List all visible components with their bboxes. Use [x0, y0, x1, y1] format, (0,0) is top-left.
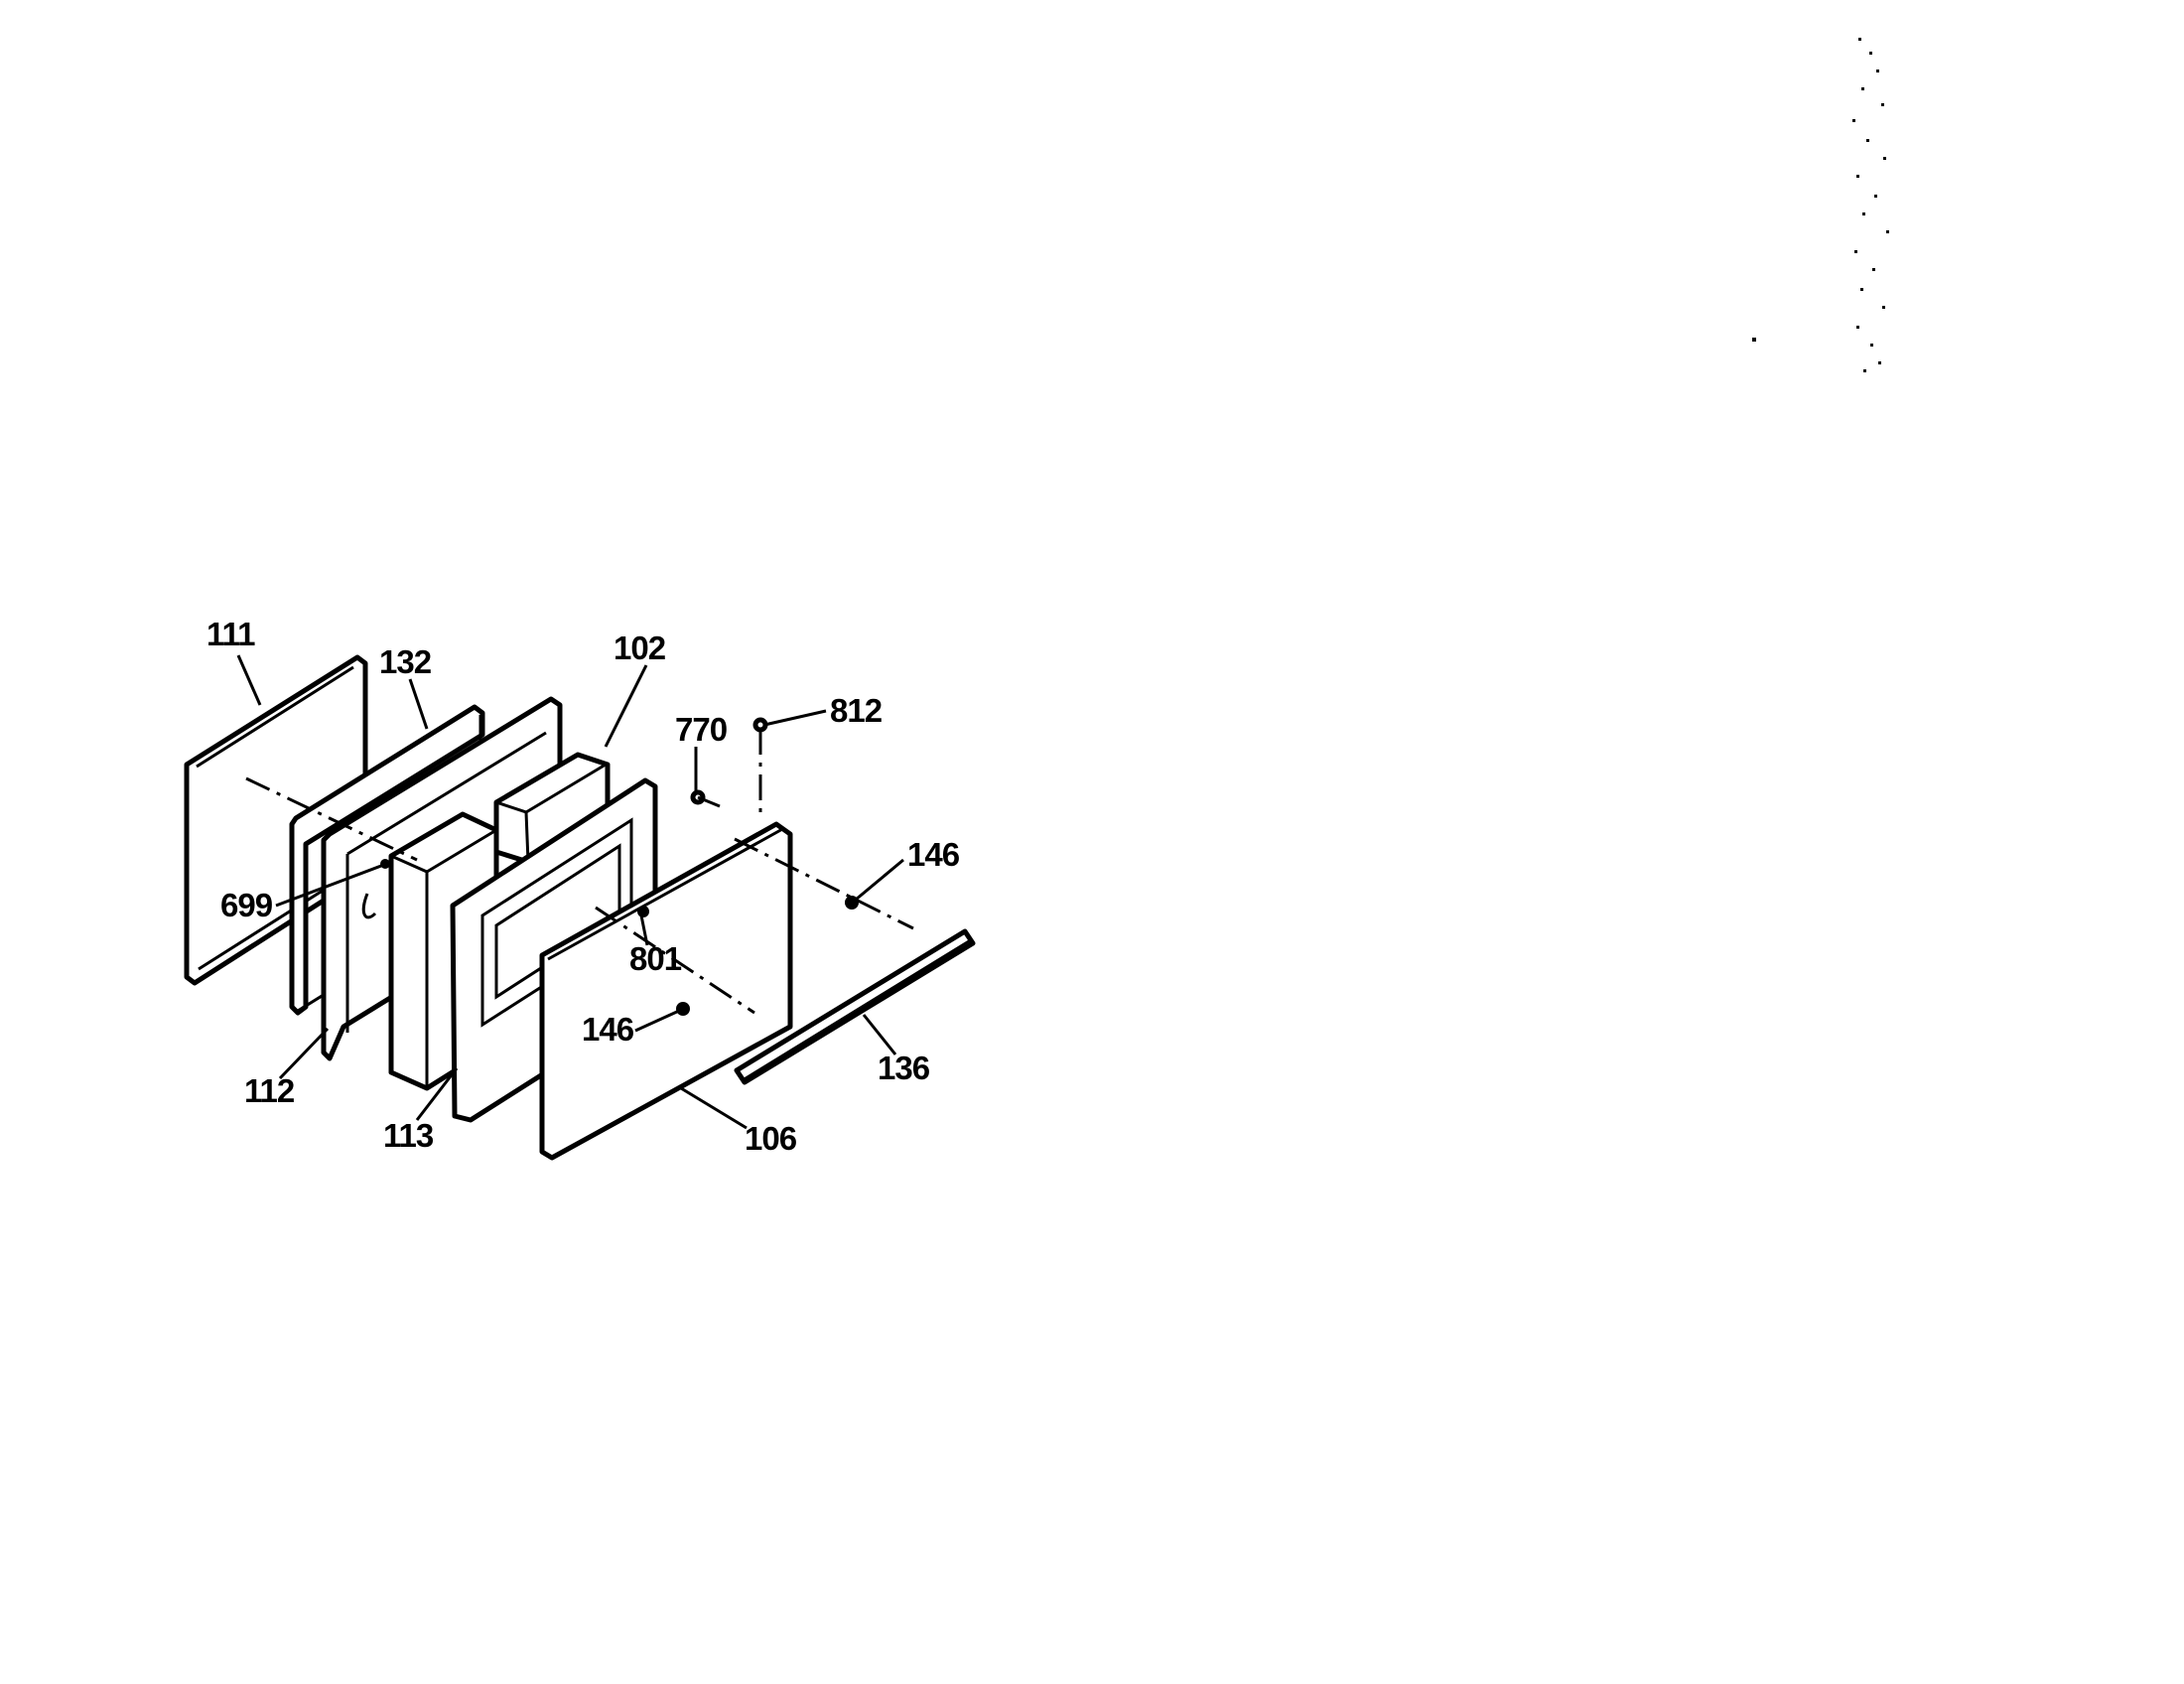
part-136-trim-strip — [734, 928, 976, 1085]
leader-lines — [236, 654, 904, 1130]
part-146-bumper-lower — [676, 1002, 690, 1016]
callout-146-lower: 146 — [582, 1011, 634, 1048]
part-770-fastener — [690, 789, 721, 808]
part-801-screw — [637, 906, 649, 917]
callout-106: 106 — [745, 1120, 797, 1157]
assembly-axes — [245, 776, 914, 1015]
callout-132: 132 — [379, 643, 432, 680]
callout-102: 102 — [614, 630, 666, 666]
callout-labels: 111 132 102 770 812 146 699 801 146 136 … — [206, 616, 961, 1157]
callout-812: 812 — [830, 692, 883, 729]
part-699-screw — [380, 859, 390, 869]
part-146-bumper-upper — [845, 896, 859, 910]
callout-770: 770 — [675, 711, 727, 748]
part-106-outer-glass — [539, 821, 793, 1161]
callout-136: 136 — [878, 1050, 930, 1086]
callout-113: 113 — [383, 1117, 434, 1154]
callout-801: 801 — [629, 940, 682, 977]
callout-146-upper: 146 — [907, 836, 960, 873]
part-812-screw — [752, 717, 768, 814]
callout-112: 112 — [244, 1072, 295, 1109]
callout-699: 699 — [220, 887, 273, 923]
callout-111: 111 — [206, 616, 255, 652]
scan-noise-strip — [1752, 38, 1889, 372]
